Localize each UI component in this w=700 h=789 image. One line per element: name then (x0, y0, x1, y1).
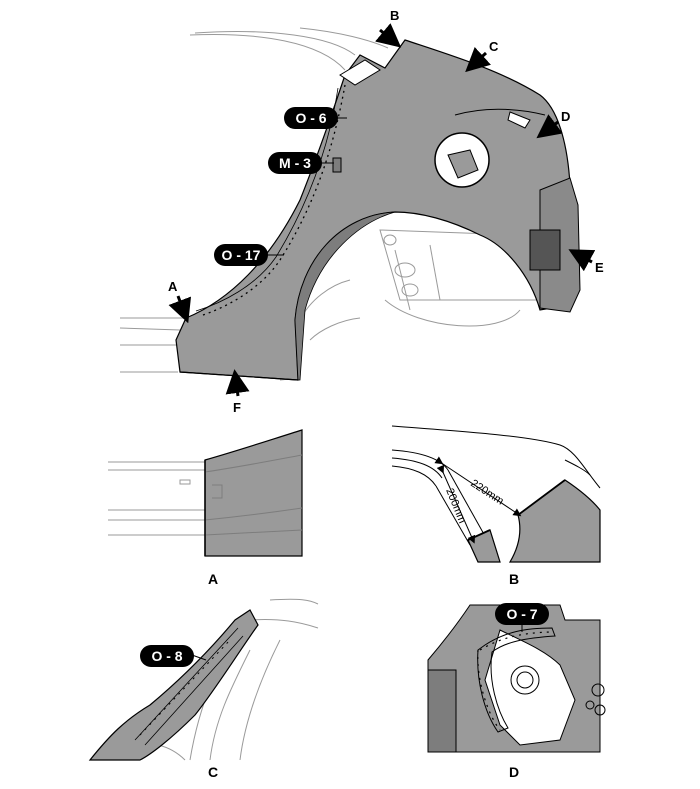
detail-d (427, 604, 606, 753)
quarter-window-opening (339, 59, 381, 86)
view-arrow-a: A (168, 279, 192, 324)
view-arrow-f: F (225, 369, 250, 415)
caption-detail-b: B (509, 571, 519, 587)
view-arrow-b-label: B (390, 8, 399, 23)
view-arrow-c: C (465, 39, 499, 73)
quarter-panel (175, 39, 578, 381)
detail-a (108, 428, 303, 557)
view-arrow-a-label: A (168, 279, 178, 294)
deck-lid-edge (454, 108, 546, 116)
view-arrow-e-label: E (595, 260, 604, 275)
callout-m3-label: M - 3 (279, 155, 311, 171)
main-view (119, 27, 581, 381)
weld-line-pillar (199, 84, 346, 317)
detail-c (88, 598, 319, 761)
view-arrow-b: B (375, 8, 402, 48)
callout-o7-label: O - 7 (506, 606, 537, 622)
callout-o7: O - 7 (495, 603, 549, 632)
callout-o17: O - 17 (214, 244, 284, 266)
callout-o6-label: O - 6 (295, 110, 326, 126)
m3-joint-marker (332, 157, 342, 173)
view-arrow-e: E (568, 249, 604, 275)
tail-lamp-opening (529, 229, 561, 271)
callout-o8: O - 8 (140, 645, 207, 667)
dimension-200-line (436, 464, 476, 544)
detail-b: 220mm 200mm (391, 425, 601, 563)
view-arrow-d-label: D (561, 109, 570, 124)
view-arrow-f-label: F (233, 400, 241, 415)
callout-m3: M - 3 (268, 152, 334, 174)
caption-detail-a: A (208, 571, 218, 587)
caption-detail-c: C (208, 764, 218, 780)
detail-a-panel (204, 429, 303, 557)
caption-detail-d: D (509, 764, 519, 780)
view-arrow-d: D (536, 109, 570, 139)
wheel-arch-liner (294, 211, 396, 381)
callout-o17-label: O - 17 (222, 247, 261, 263)
callout-o8-label: O - 8 (151, 648, 182, 664)
dimension-220-label: 220mm (468, 477, 505, 507)
callout-o6: O - 6 (284, 107, 347, 129)
detail-c-panel (88, 609, 259, 761)
view-arrow-c-label: C (489, 39, 499, 54)
detail-b-panel (508, 479, 601, 563)
body-outline (119, 27, 389, 381)
